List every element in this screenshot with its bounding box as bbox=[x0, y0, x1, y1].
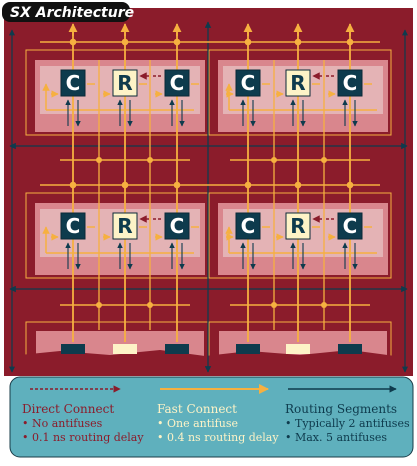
logic-cell-c: C bbox=[60, 212, 86, 240]
junction-dot bbox=[346, 38, 354, 46]
junction-dot bbox=[244, 181, 252, 189]
c-cell-label: C bbox=[343, 214, 358, 238]
c-cell-partial bbox=[61, 344, 85, 354]
c-cell-label: C bbox=[343, 71, 358, 95]
r-cell-box bbox=[285, 212, 311, 240]
routing-cell-r: R bbox=[285, 69, 311, 97]
junction-dot bbox=[173, 181, 181, 189]
c-cell-box bbox=[164, 69, 190, 97]
junction-dot bbox=[271, 157, 277, 163]
junction-dot bbox=[271, 302, 277, 308]
c-cell-partial bbox=[165, 344, 189, 354]
junction-dot bbox=[173, 38, 181, 46]
junction-dot bbox=[96, 157, 102, 163]
junction-dot bbox=[147, 157, 153, 163]
logic-cell-c: C bbox=[235, 212, 261, 240]
legend-routing-item: • Typically 2 antifuses bbox=[285, 417, 410, 430]
junction-dot bbox=[121, 38, 129, 46]
fast-connect-junctions bbox=[69, 38, 354, 308]
logic-cells: C R C C R C C R C C R C bbox=[60, 69, 363, 240]
logic-cell-c: C bbox=[164, 212, 190, 240]
routing-cell-r: R bbox=[112, 69, 138, 97]
c-cell-box bbox=[235, 69, 261, 97]
r-cell-label: R bbox=[290, 71, 305, 95]
logic-cell-c: C bbox=[60, 69, 86, 97]
c-cell-box bbox=[337, 212, 363, 240]
c-cell-label: C bbox=[241, 214, 256, 238]
legend-direct-item: • 0.1 ns routing delay bbox=[22, 431, 144, 444]
junction-dot bbox=[69, 38, 77, 46]
junction-dot bbox=[96, 302, 102, 308]
c-cell-box bbox=[60, 69, 86, 97]
r-cell-label: R bbox=[290, 214, 305, 238]
c-cell-box bbox=[235, 212, 261, 240]
logic-cell-c: C bbox=[337, 212, 363, 240]
c-cell-partial bbox=[338, 344, 362, 354]
legend-fast-title: Fast Connect bbox=[157, 402, 237, 416]
junction-dot bbox=[294, 181, 302, 189]
junction-dot bbox=[346, 181, 354, 189]
legend-direct-title: Direct Connect bbox=[22, 402, 114, 416]
junction-dot bbox=[321, 302, 327, 308]
legend-direct-item: • No antifuses bbox=[22, 417, 103, 430]
logic-cell-c: C bbox=[164, 69, 190, 97]
c-cell-label: C bbox=[170, 214, 185, 238]
title-tab bbox=[2, 2, 130, 22]
c-cell-box bbox=[337, 69, 363, 97]
legend-fast-item: • 0.4 ns routing delay bbox=[157, 431, 279, 444]
r-cell-box bbox=[112, 212, 138, 240]
logic-cell-c: C bbox=[235, 69, 261, 97]
r-cell-label: R bbox=[117, 214, 132, 238]
r-cell-partial bbox=[286, 344, 310, 354]
routing-cell-r: R bbox=[285, 212, 311, 240]
module-wiring bbox=[42, 72, 377, 270]
c-cell-label: C bbox=[66, 214, 81, 238]
r-cell-box bbox=[285, 69, 311, 97]
junction-dot bbox=[321, 157, 327, 163]
fast-connect-horizontal bbox=[40, 41, 380, 306]
junction-dot bbox=[147, 302, 153, 308]
junction-dot bbox=[121, 181, 129, 189]
c-cell-partial bbox=[236, 344, 260, 354]
page-title: SX Architecture bbox=[10, 5, 134, 21]
legend-fast-item: • One antifuse bbox=[157, 417, 238, 430]
r-cell-partial bbox=[113, 344, 137, 354]
c-cell-box bbox=[60, 212, 86, 240]
junction-dot bbox=[244, 38, 252, 46]
routing-segments-vertical bbox=[9, 21, 408, 373]
legend-routing-title: Routing Segments bbox=[285, 402, 397, 416]
c-cell-box bbox=[164, 212, 190, 240]
logic-cell-c: C bbox=[337, 69, 363, 97]
c-cell-label: C bbox=[66, 71, 81, 95]
legend-panel bbox=[9, 376, 414, 458]
junction-dot bbox=[69, 181, 77, 189]
legend-routing-item: • Max. 5 antifuses bbox=[285, 431, 387, 444]
routing-cell-r: R bbox=[112, 212, 138, 240]
bottom-cells bbox=[61, 344, 362, 354]
legend: Direct Connect • No antifuses • 0.1 ns r… bbox=[22, 384, 410, 444]
r-cell-box bbox=[112, 69, 138, 97]
c-cell-label: C bbox=[170, 71, 185, 95]
r-cell-label: R bbox=[117, 71, 132, 95]
junction-dot bbox=[294, 38, 302, 46]
c-cell-label: C bbox=[241, 71, 256, 95]
